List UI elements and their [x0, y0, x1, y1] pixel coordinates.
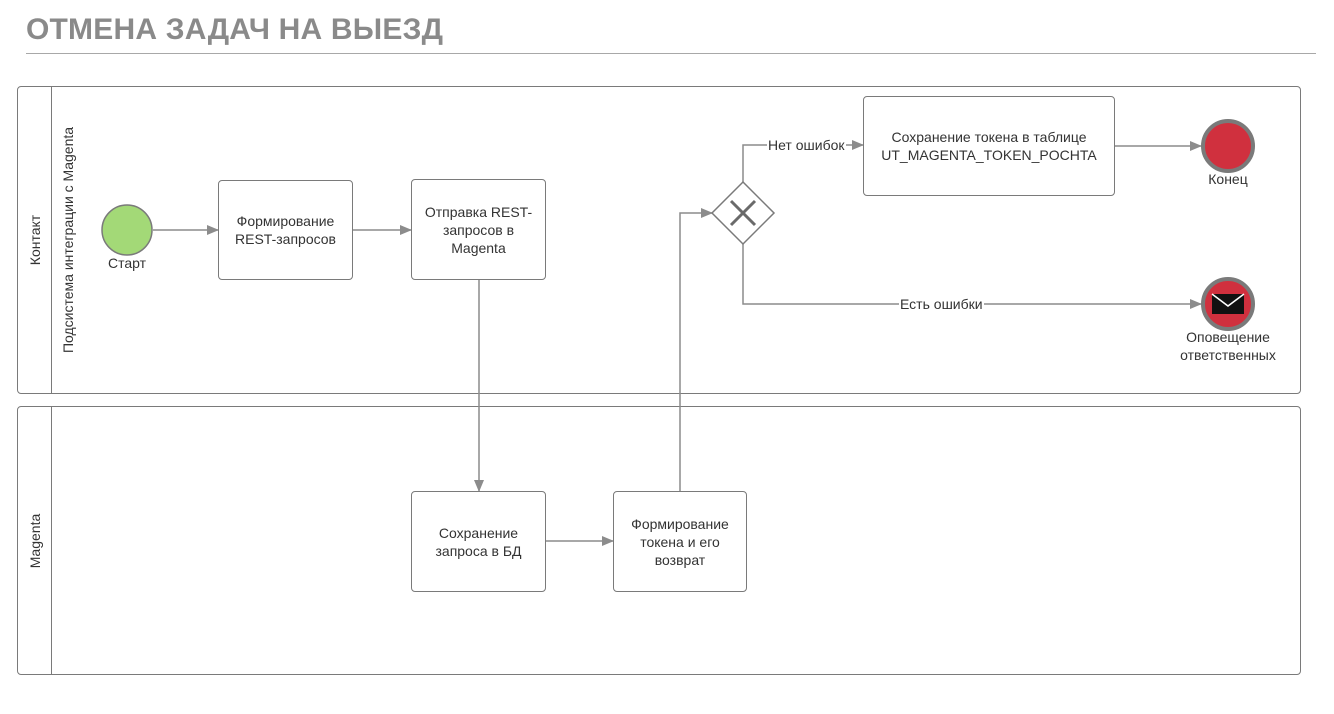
task-label: Отправка REST-запросов в Magenta: [424, 203, 533, 256]
flow-gateway-has-errors: [742, 244, 1202, 309]
task-label: Сохранение запроса в БД: [435, 524, 522, 559]
pool-kontakt: Контакт Подсистема интеграции с Magenta: [17, 86, 1301, 394]
pool-magenta: Magenta: [17, 406, 1301, 675]
flow-form-token-to-gateway: [679, 208, 713, 491]
flow-label-no-errors: Нет ошибок: [767, 137, 846, 153]
notify-event-label-line1: Оповещение: [1186, 329, 1270, 345]
exclusive-gateway[interactable]: [710, 180, 776, 246]
end-event[interactable]: [1201, 119, 1255, 173]
pool-header-kontakt: Контакт: [18, 87, 52, 393]
title-divider: [26, 53, 1316, 54]
page-title: ОТМЕНА ЗАДАЧ НА ВЫЕЗД: [26, 13, 444, 46]
start-event-label: Старт: [107, 255, 147, 271]
task-send-rest-requests[interactable]: Отправка REST-запросов в Magenta: [411, 179, 546, 280]
task-save-token[interactable]: Сохранение токена в таблице UT_MAGENTA_T…: [863, 96, 1115, 196]
task-form-rest-requests[interactable]: Формирование REST-запросов: [218, 180, 353, 280]
task-label: Сохранение токена в таблице UT_MAGENTA_T…: [881, 129, 1097, 163]
pool-header-magenta: Magenta: [18, 407, 52, 674]
task-save-request-db[interactable]: Сохранение запроса в БД: [411, 491, 546, 592]
end-event-label: Конец: [1208, 171, 1248, 187]
message-end-event[interactable]: [1201, 277, 1255, 331]
task-label: Формирование REST-запросов: [235, 213, 336, 247]
task-form-token[interactable]: Формирование токена и его возврат: [613, 491, 747, 592]
task-label: Формирование токена и его возврат: [631, 515, 729, 568]
notify-event-label-line2: ответственных: [1180, 347, 1276, 363]
start-event[interactable]: [101, 204, 153, 256]
flow-label-has-errors: Есть ошибки: [899, 296, 984, 312]
